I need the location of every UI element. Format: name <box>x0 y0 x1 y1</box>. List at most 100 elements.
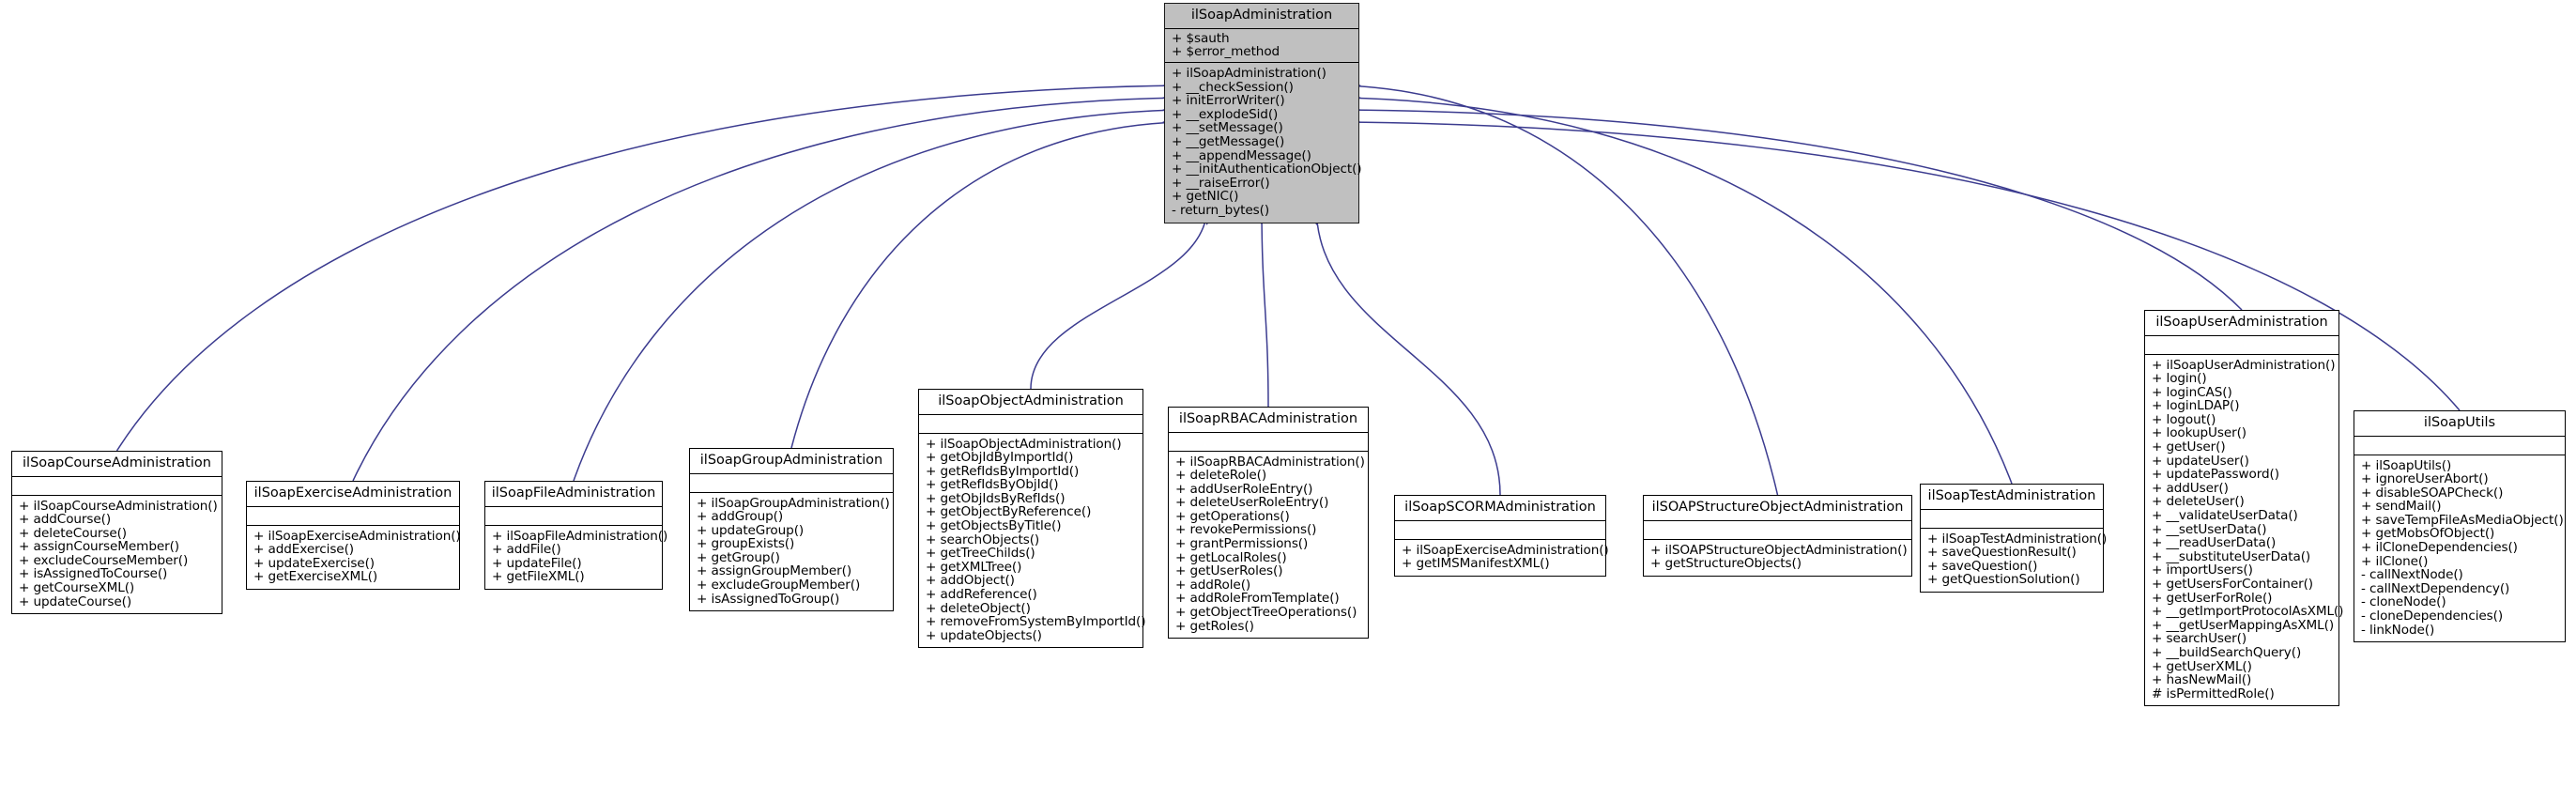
uml-operation: + excludeGroupMember() <box>697 578 861 593</box>
uml-class-title: ilSoapObjectAdministration <box>919 390 1142 415</box>
uml-operation: + ilSoapTestAdministration() <box>1927 531 2108 547</box>
uml-operation: + ilSoapFileAdministration() <box>492 528 668 544</box>
uml-attribute: + $sauth <box>1172 30 1230 46</box>
generalization-edge-ilSoapRBACAdministration <box>1261 207 1269 408</box>
uml-empty-compartment <box>926 418 1137 429</box>
uml-operation: + addUserRoleEntry() <box>1175 481 1313 497</box>
uml-operation: + addUser() <box>2152 480 2229 496</box>
uml-attributes-compartment <box>690 474 893 493</box>
generalization-edge-ilSoapObjectAdministration <box>1030 207 1208 390</box>
uml-operation: + addCourse() <box>19 512 112 528</box>
uml-operation: + hasNewMail() <box>2152 672 2252 688</box>
generalization-edge-ilSoapUserAdministration <box>1342 109 2243 311</box>
uml-operation: + __initAuthenticationObject() <box>1172 162 1362 177</box>
uml-class-title: ilSoapTestAdministration <box>1921 485 2103 510</box>
uml-operation: + ilSoapRBACAdministration() <box>1175 454 1365 470</box>
uml-operation: + getOperations() <box>1175 508 1290 524</box>
uml-class-ilSOAPStructureObjectAdministration[interactable]: ilSOAPStructureObjectAdministration+ ilS… <box>1643 495 1912 577</box>
uml-operation: + __checkSession() <box>1172 79 1294 95</box>
uml-attributes-compartment <box>485 507 662 526</box>
uml-class-ilSoapObjectAdministration[interactable]: ilSoapObjectAdministration+ ilSoapObject… <box>918 389 1146 649</box>
uml-operation: + deleteRole() <box>1175 468 1267 484</box>
uml-class-title: ilSoapSCORMAdministration <box>1395 496 1605 521</box>
uml-attributes-compartment: + $sauth+ $error_method <box>1165 29 1358 64</box>
uml-operation: + getMobsOfObject() <box>2361 526 2495 542</box>
uml-operation: - callNextNode() <box>2361 567 2463 583</box>
uml-attributes-compartment <box>1169 433 1368 452</box>
uml-operation: + ilCloneDependencies() <box>2361 540 2518 556</box>
uml-attributes-compartment <box>919 415 1142 434</box>
generalization-edge-ilSOAPStructureObjectAdministration <box>1342 85 1779 496</box>
uml-class-title: ilSoapUserAdministration <box>2145 311 2338 336</box>
uml-class-ilSoapAdministration[interactable]: ilSoapAdministration+ $sauth+ $error_met… <box>1164 3 1362 223</box>
uml-class-title: ilSoapCourseAdministration <box>12 452 222 477</box>
uml-operation: + getUserRoles() <box>1175 563 1283 579</box>
uml-operation: + addObject() <box>926 573 1015 589</box>
uml-empty-compartment <box>697 477 887 488</box>
uml-class-title: ilSoapUtils <box>2354 411 2565 437</box>
uml-class-ilSoapCourseAdministration[interactable]: ilSoapCourseAdministration+ ilSoapCourse… <box>11 451 222 615</box>
uml-class-title: ilSoapAdministration <box>1165 4 1358 29</box>
uml-operations-compartment: + ilSoapAdministration()+ __checkSession… <box>1165 63 1362 223</box>
uml-operation: + __getMessage() <box>1172 134 1285 150</box>
uml-operation: + getQuestionSolution() <box>1927 572 2080 588</box>
uml-operation: - linkNode() <box>2361 622 2435 638</box>
uml-empty-compartment <box>492 510 656 521</box>
uml-class-ilSoapTestAdministration[interactable]: ilSoapTestAdministration + ilSoapTestAdmi… <box>1920 484 2108 593</box>
uml-class-ilSoapRBACAdministration[interactable]: ilSoapRBACAdministration+ ilSoapRBACAdmi… <box>1168 407 1369 640</box>
uml-operation: - return_bytes() <box>1172 203 1270 219</box>
uml-attribute: + $error_method <box>1172 44 1280 60</box>
uml-attributes-compartment <box>12 477 222 496</box>
uml-empty-compartment <box>1927 513 2097 524</box>
uml-operation: + getUser() <box>2152 439 2226 455</box>
uml-operation: + addReference() <box>926 587 1037 603</box>
uml-operation: + ilSoapAdministration() <box>1172 66 1326 82</box>
uml-operation: + getUsersForContainer() <box>2152 577 2313 592</box>
uml-operation: + ignoreUserAbort() <box>2361 471 2489 487</box>
uml-class-ilSoapGroupAdministration[interactable]: ilSoapGroupAdministration+ ilSoapGroupAd… <box>689 448 894 612</box>
uml-class-ilSoapSCORMAdministration[interactable]: ilSoapSCORMAdministration + ilSoapExercis… <box>1394 495 1609 577</box>
uml-operation: + assignCourseMember() <box>19 539 180 555</box>
uml-class-ilSoapFileAdministration[interactable]: ilSoapFileAdministration+ ilSoapFileAdmi… <box>484 481 668 590</box>
uml-operation: + __explodeSid() <box>1172 106 1279 122</box>
uml-empty-compartment <box>253 510 453 521</box>
uml-operation: + deleteCourse() <box>19 525 128 541</box>
uml-class-title: ilSoapExerciseAdministration <box>247 482 459 507</box>
uml-operation: + saveTempFileAsMediaObject() <box>2361 512 2564 528</box>
uml-operation: + getNIC() <box>1172 189 1239 205</box>
uml-operation: + login() <box>2152 371 2207 387</box>
uml-operation: + updateUser() <box>2152 453 2249 469</box>
uml-operation: + revokePermissions() <box>1175 522 1317 538</box>
uml-empty-compartment <box>1650 524 1906 535</box>
uml-operation: + updateGroup() <box>697 522 805 538</box>
uml-operation: + addFile() <box>492 542 561 558</box>
uml-operation: + addRole() <box>1175 577 1251 593</box>
uml-operation: + __raiseError() <box>1172 175 1270 191</box>
uml-empty-compartment <box>1402 524 1600 535</box>
uml-operation: + ilClone() <box>2361 553 2429 569</box>
uml-operation: + getTreeChilds() <box>926 546 1035 562</box>
uml-operation: # isPermittedRole() <box>2152 686 2275 701</box>
uml-operation: + getUserXML() <box>2152 658 2252 674</box>
uml-operation: + saveQuestionResult() <box>1927 545 2077 561</box>
uml-class-ilSoapExerciseAdministration[interactable]: ilSoapExerciseAdministration + ilSoapExer… <box>246 481 461 590</box>
uml-operations-compartment: + ilSoapTestAdministration()+ saveQuesti… <box>1921 529 2108 592</box>
uml-class-ilSoapUtils[interactable]: ilSoapUtils+ ilSoapUtils()+ ignoreUserAb… <box>2354 410 2566 643</box>
uml-operation: + ilSoapUserAdministration() <box>2152 357 2336 373</box>
uml-operation: + updatePassword() <box>2152 467 2279 483</box>
uml-operation: + searchObjects() <box>926 532 1040 547</box>
uml-operation: + getObjectsByTitle() <box>926 518 1062 534</box>
uml-operation: + ilSoapExerciseAdministration() <box>1402 542 1609 558</box>
uml-operations-compartment: + ilSoapRBACAdministration()+ deleteRole… <box>1169 452 1368 639</box>
uml-operation: + lookupUser() <box>2152 425 2247 441</box>
uml-operation: + getStructureObjects() <box>1650 556 1802 572</box>
uml-operation: + __validateUserData() <box>2152 508 2298 524</box>
uml-operation: - cloneDependencies() <box>2361 609 2504 624</box>
uml-operation: + ilSoapExerciseAdministration() <box>253 528 461 544</box>
uml-operation: + deleteUserRoleEntry() <box>1175 495 1329 511</box>
uml-operation: + __substituteUserData() <box>2152 548 2311 564</box>
uml-class-ilSoapUserAdministration[interactable]: ilSoapUserAdministration + ilSoapUserAdmi… <box>2144 310 2343 707</box>
uml-operations-compartment: + ilSoapUserAdministration()+ login() + l… <box>2145 355 2343 706</box>
uml-class-title: ilSoapGroupAdministration <box>690 449 893 474</box>
uml-operation: + __getUserMappingAsXML() <box>2152 617 2335 633</box>
